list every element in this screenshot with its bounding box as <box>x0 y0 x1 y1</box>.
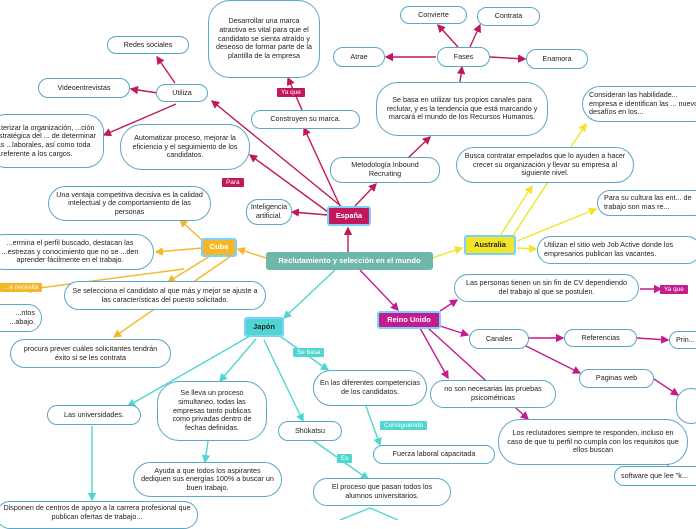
uk-reclutadores-node[interactable]: Los reclutadores siempre te responden, i… <box>498 419 688 465</box>
ya-que-tag-spain: Ya que <box>277 88 305 97</box>
japan-competencias-node[interactable]: En las diferentes competencias de los ca… <box>313 370 427 406</box>
es-tag: Es <box>337 454 353 463</box>
australia-habilidades-node[interactable]: Consideran las habilidade... empresa e i… <box>582 86 696 122</box>
spain-se-basa-node[interactable]: Se basa en utilizar tus propios canales … <box>376 82 548 136</box>
japan-proceso-node[interactable]: Se lleva un proceso simultaneo, todas la… <box>157 381 267 441</box>
uk-canales-node[interactable]: Canales <box>469 329 529 349</box>
japan-ayuda-node[interactable]: Ayuda a que todos los aspirantes dedique… <box>133 462 282 497</box>
spain-videoentrevistas-node[interactable]: Videoentrevistas <box>38 78 130 98</box>
uk-pruebas-node[interactable]: no son necesarias las pruebas psicométri… <box>430 380 556 408</box>
root-topic[interactable]: Reclutamiento y selección en el mundo <box>266 252 433 270</box>
spain-ia-node[interactable]: Inteligencia artificial. <box>246 199 292 225</box>
uk-hub[interactable]: Reino Unido <box>377 311 441 329</box>
fase-contrata-node[interactable]: Contrata <box>477 7 540 26</box>
cuba-talentos-node[interactable]: ...ntos ...abajo. <box>0 304 42 332</box>
spain-hub[interactable]: España <box>327 206 371 226</box>
uk-paginas-web-node[interactable]: Paginas web <box>579 369 654 388</box>
spain-automatizar-node[interactable]: Automatizar proceso, mejorar la eficienc… <box>120 124 250 170</box>
se-necesita-tag: ...e necesita <box>0 283 43 292</box>
ya-que-tag-uk: Ya que <box>660 285 688 294</box>
spain-fases-node[interactable]: Fases <box>437 47 490 67</box>
consiguiendo-tag: Consiguiendo <box>380 421 428 430</box>
spain-utiliza-node[interactable]: Utiliza <box>156 84 208 102</box>
spain-construyen-node[interactable]: Construyen su marca. <box>251 110 360 129</box>
japan-hub[interactable]: Japón <box>244 317 284 337</box>
uk-referencias-node[interactable]: Referencias <box>564 329 637 347</box>
cuba-ventaja-node[interactable]: Una ventaja competitiva decisiva es la c… <box>48 186 211 221</box>
japan-fuerza-laboral-node[interactable]: Fuerza laboral capacitada <box>373 445 495 464</box>
japan-shukatsu-node[interactable]: Shūkatsu <box>278 421 342 441</box>
japan-centros-node[interactable]: Disponen de centros de apoyo a la carrer… <box>0 501 198 529</box>
fase-atrae-node[interactable]: Atrae <box>333 47 385 67</box>
spain-marca-node[interactable]: Desarrollar una marca atractiva es vital… <box>208 0 320 78</box>
se-basa-tag: Se basa <box>293 348 325 357</box>
cuba-perfil-node[interactable]: ...ermina el perfil buscado, destacan la… <box>0 234 154 270</box>
fase-enamora-node[interactable]: Enamora <box>526 49 588 69</box>
japan-proceso-pasan-node[interactable]: El proceso que pasan todos los alumnos u… <box>313 478 451 506</box>
australia-hub[interactable]: Australia <box>464 235 516 255</box>
cuba-selecciona-node[interactable]: Se selecciona el candidato al que más y … <box>64 281 266 310</box>
cuba-hub[interactable]: Cuba <box>201 238 237 257</box>
fase-convierte-node[interactable]: Convierte <box>400 6 467 24</box>
uk-personas-node[interactable]: Las personas tienen un sin fin de CV dep… <box>454 274 639 302</box>
australia-sitio-node[interactable]: Utilizan el sitio web Job Active donde l… <box>537 236 696 264</box>
japan-universidades-node[interactable]: Las universidades. <box>47 405 141 425</box>
uk-software-node[interactable]: software que lee "k... <box>614 466 696 486</box>
para-tag: Para <box>222 178 244 187</box>
uk-cutoff-node[interactable] <box>676 388 696 424</box>
australia-busca-node[interactable]: Busca contratar empelados que lo ayuden … <box>456 147 634 183</box>
australia-cultura-node[interactable]: Para su cultura las ent... de trabajo so… <box>597 190 696 216</box>
cuba-prever-node[interactable]: procura prever cuáles solicitantes tendr… <box>10 339 171 368</box>
spain-metodologia-node[interactable]: Metodología Inbound Recruiting <box>330 157 440 183</box>
spain-organizacion-node[interactable]: ...terizar la organización, ...ción estr… <box>0 114 104 168</box>
spain-redes-sociales-node[interactable]: Redes sociales <box>107 36 189 54</box>
uk-prin-node[interactable]: Prin... <box>669 331 696 349</box>
